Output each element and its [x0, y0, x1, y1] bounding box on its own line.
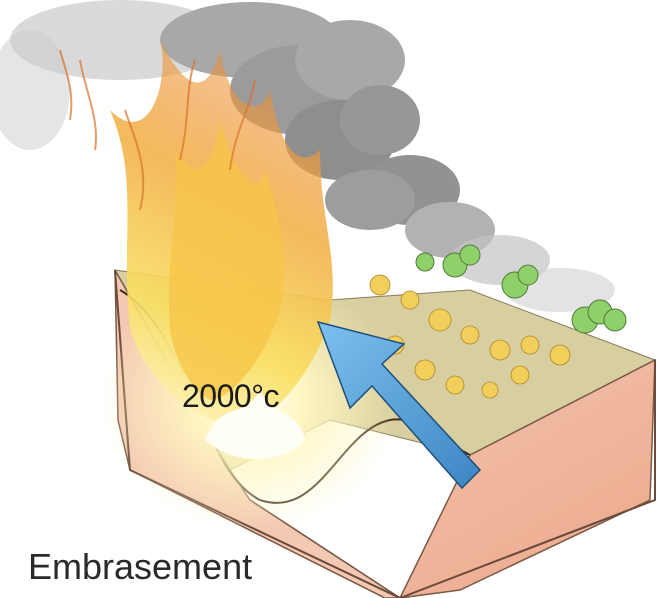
illustration-caption: Embrasement — [28, 546, 252, 588]
temperature-label: 2000°c — [182, 378, 279, 415]
